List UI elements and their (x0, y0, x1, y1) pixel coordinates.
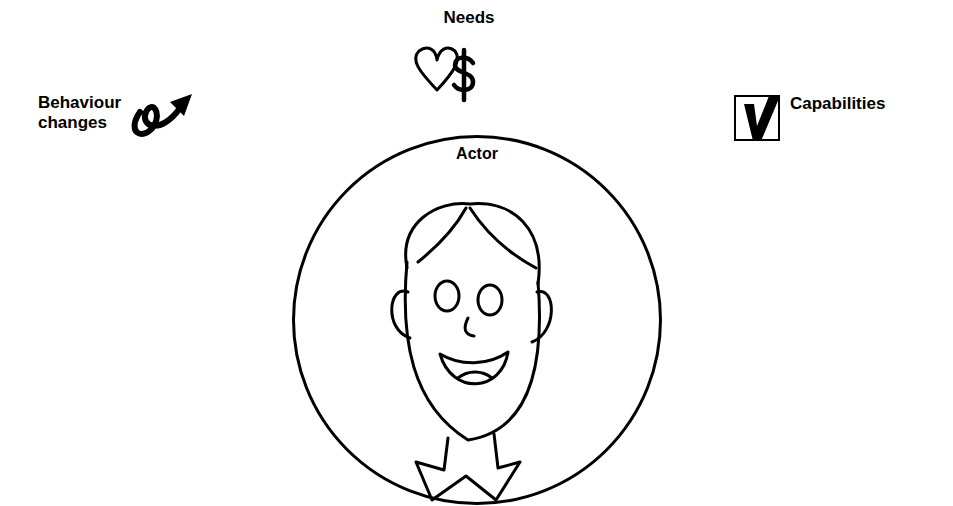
node-outline (292, 135, 662, 505)
dollar-icon (454, 50, 473, 100)
outer-label: Behaviour changes (38, 93, 126, 133)
behaviour-icon (135, 94, 192, 134)
outer-label: Needs (419, 8, 519, 28)
outer-label: Capabilities (790, 94, 920, 114)
heart-icon (416, 48, 458, 90)
actor-circle: Actor (292, 135, 662, 505)
face-drawing (392, 204, 552, 500)
needs-icons (416, 48, 473, 100)
node-title: Actor (292, 145, 662, 163)
capabilities-icon (735, 96, 780, 141)
circle-outline (294, 137, 661, 504)
